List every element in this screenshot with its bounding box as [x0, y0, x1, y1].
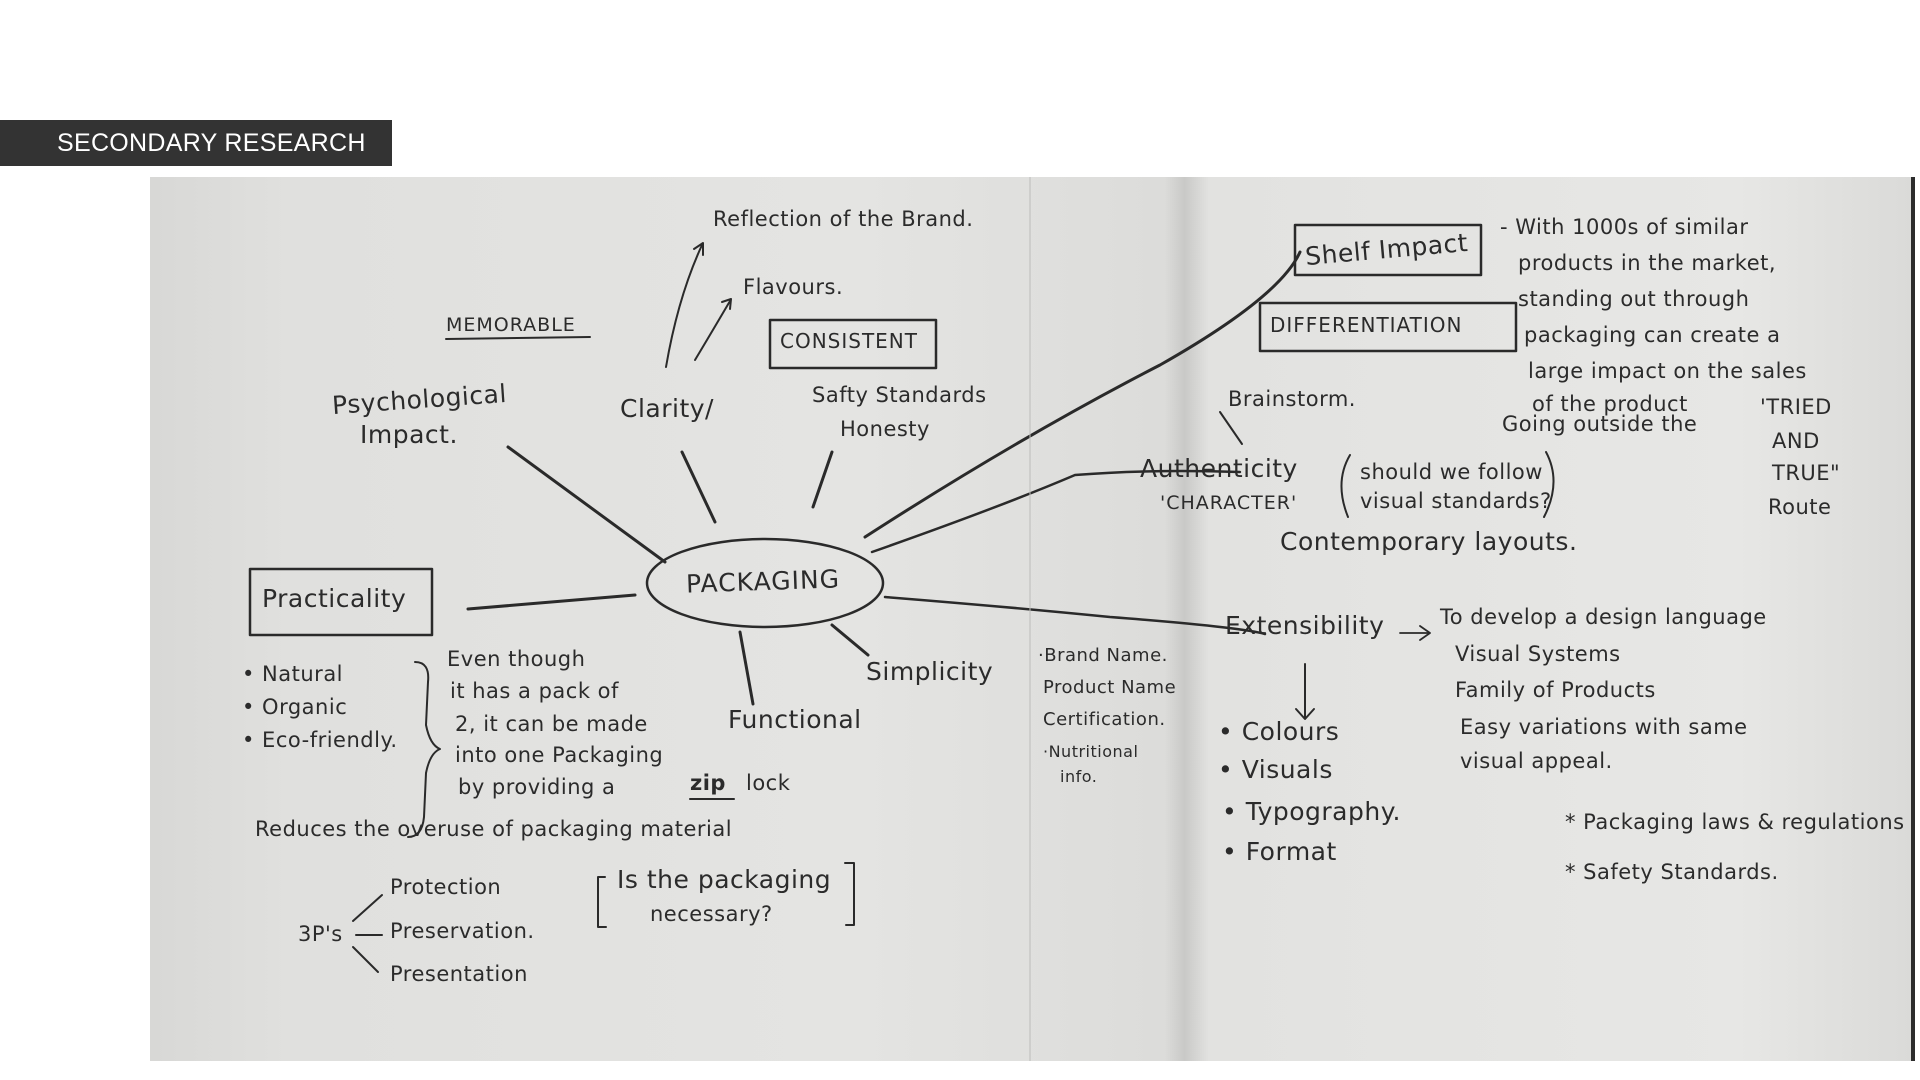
design-language-1: To develop a design language: [1440, 605, 1767, 630]
bracket-question-left: [598, 877, 606, 927]
bullet-organic: • Organic: [242, 695, 347, 720]
pack-note-1: Even though: [447, 647, 585, 672]
branch-simplicity: [832, 625, 868, 655]
design-language-2: Visual Systems: [1455, 642, 1621, 667]
pack-note-zip: zip: [690, 771, 726, 796]
design-language-3: Family of Products: [1455, 678, 1656, 703]
shelf-note-4: packaging can create a: [1524, 323, 1781, 348]
going-outside-label: Going outside the: [1502, 412, 1697, 437]
true-label: TRUE": [1772, 461, 1840, 486]
branch-honesty: [813, 452, 832, 507]
pack-note-5: by providing a: [458, 775, 615, 800]
honesty-label: Honesty: [840, 417, 930, 442]
ext-visuals: • Visuals: [1218, 755, 1333, 785]
brand-info-2: Product Name: [1043, 677, 1176, 699]
character-label: 'CHARACTER': [1160, 492, 1297, 515]
brand-info-4: ·Nutritional: [1043, 742, 1138, 761]
pack-note-4: into one Packaging: [455, 743, 663, 768]
functional-label: Functional: [728, 705, 862, 735]
bracket-question-right: [845, 863, 854, 925]
tried-label: 'TRIED: [1760, 395, 1832, 420]
ext-typography: • Typography.: [1222, 797, 1401, 827]
extensibility-label: Extensibility: [1225, 611, 1384, 641]
impact-label: Impact.: [360, 420, 458, 450]
branch-brainstorm: [1220, 412, 1242, 444]
branch-protection: [353, 895, 382, 921]
brace-practicality: [408, 662, 440, 837]
authenticity-label: Authenticity: [1140, 454, 1298, 484]
preservation-label: Preservation.: [390, 919, 535, 944]
branch-psychological: [508, 447, 665, 562]
route-label: Route: [1768, 495, 1831, 520]
notebook-mindmap: PACKAGING MEMORABLE Psychological Impact…: [150, 177, 1915, 1061]
underline-memorable: [446, 337, 590, 339]
question-line-2: necessary?: [650, 902, 773, 927]
arrow-reflection: [666, 245, 702, 367]
contemporary-label: Contemporary layouts.: [1280, 527, 1577, 557]
branch-practicality: [468, 595, 635, 609]
shelf-note-3: standing out through: [1518, 287, 1749, 312]
differentiation-label: DIFFERENTIATION: [1270, 313, 1463, 337]
brand-info-5: info.: [1060, 767, 1097, 786]
pack-note-2: it has a pack of: [450, 679, 619, 704]
branch-presentation: [353, 947, 378, 972]
memorable-label: MEMORABLE: [446, 314, 576, 337]
visual-standards-2: visual standards?: [1360, 489, 1552, 514]
practicality-label: Practicality: [262, 584, 406, 614]
brainstorm-label: Brainstorm.: [1228, 387, 1356, 412]
paren-visual-left: [1341, 455, 1350, 517]
branch-clarity: [682, 452, 715, 522]
flavours-label: Flavours.: [743, 275, 843, 300]
question-line-1: Is the packaging: [617, 865, 831, 895]
reduces-label: Reduces the overuse of packaging materia…: [255, 817, 732, 842]
branch-functional: [740, 632, 753, 704]
presentation-label: Presentation: [390, 962, 528, 987]
ext-format: • Format: [1222, 837, 1337, 867]
brand-info-1: ·Brand Name.: [1038, 645, 1168, 667]
shelf-note-2: products in the market,: [1518, 251, 1776, 276]
shelf-note-1: - With 1000s of similar: [1500, 215, 1749, 240]
simplicity-label: Simplicity: [866, 657, 993, 687]
laws-1: * Packaging laws & regulations: [1565, 810, 1905, 835]
three-ps-label: 3P's: [298, 922, 343, 947]
and-label: AND: [1772, 429, 1820, 454]
ext-colours: • Colours: [1218, 717, 1339, 747]
design-language-5: visual appeal.: [1460, 749, 1613, 774]
brand-info-3: Certification.: [1043, 709, 1166, 731]
design-language-4: Easy variations with same: [1460, 715, 1748, 740]
laws-2: * Safety Standards.: [1565, 860, 1779, 885]
clarity-label: Clarity/: [620, 394, 714, 424]
protection-label: Protection: [390, 875, 501, 900]
bullet-natural: • Natural: [242, 662, 343, 687]
consistent-label: CONSISTENT: [780, 329, 918, 353]
pack-note-3: 2, it can be made: [455, 712, 648, 737]
center-node-label: PACKAGING: [686, 564, 841, 599]
branch-extensibility: [885, 597, 1265, 634]
arrow-flavours: [695, 301, 730, 360]
safety-label: Safty Standards: [812, 383, 987, 408]
visual-standards-1: should we follow: [1360, 460, 1543, 485]
pack-note-lock: lock: [746, 771, 790, 796]
section-title: SECONDARY RESEARCH: [0, 120, 392, 166]
bullet-eco: • Eco-friendly.: [242, 728, 398, 753]
shelf-note-5: large impact on the sales: [1528, 359, 1807, 384]
reflection-label: Reflection of the Brand.: [713, 207, 973, 232]
